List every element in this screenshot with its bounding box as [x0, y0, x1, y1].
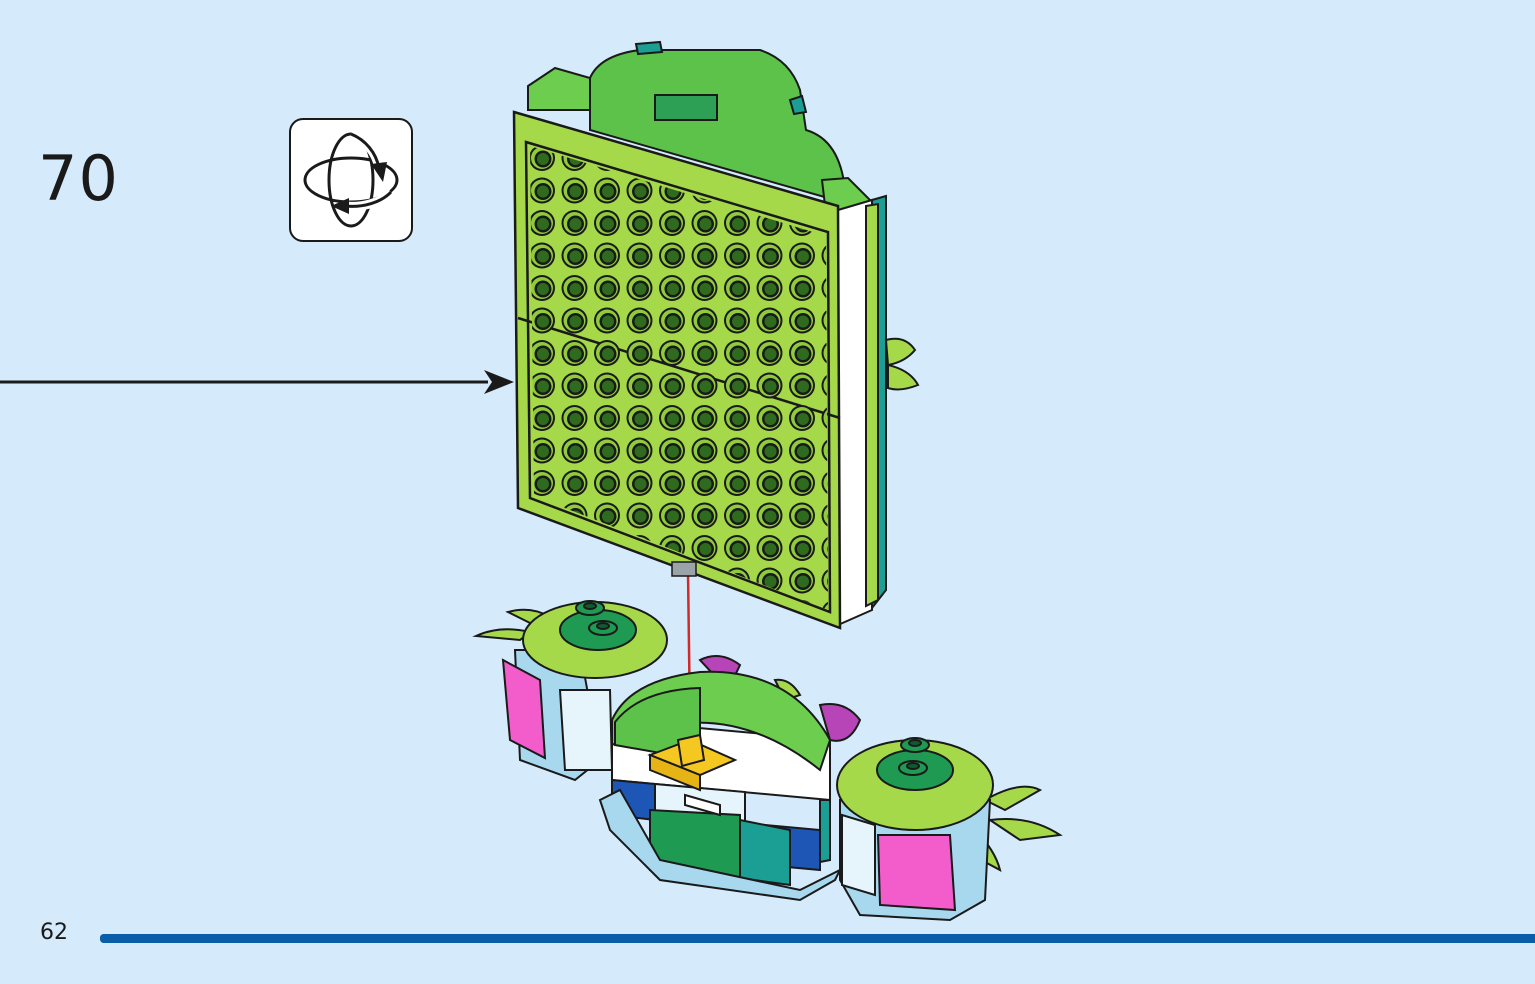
wall-side	[837, 194, 920, 627]
base-right-planter	[836, 737, 1063, 922]
base-center-block	[598, 655, 862, 902]
rotate-model-icon	[303, 129, 399, 228]
callout-arrow	[0, 370, 514, 394]
progress-bar	[100, 934, 1535, 943]
progress-bar-fill	[100, 934, 1535, 943]
base-left-planter	[472, 600, 668, 782]
studded-wall-plate	[512, 110, 842, 630]
page-number: 62	[40, 920, 68, 945]
step-number: 70	[38, 142, 119, 215]
rotate-model-callout	[289, 118, 413, 242]
